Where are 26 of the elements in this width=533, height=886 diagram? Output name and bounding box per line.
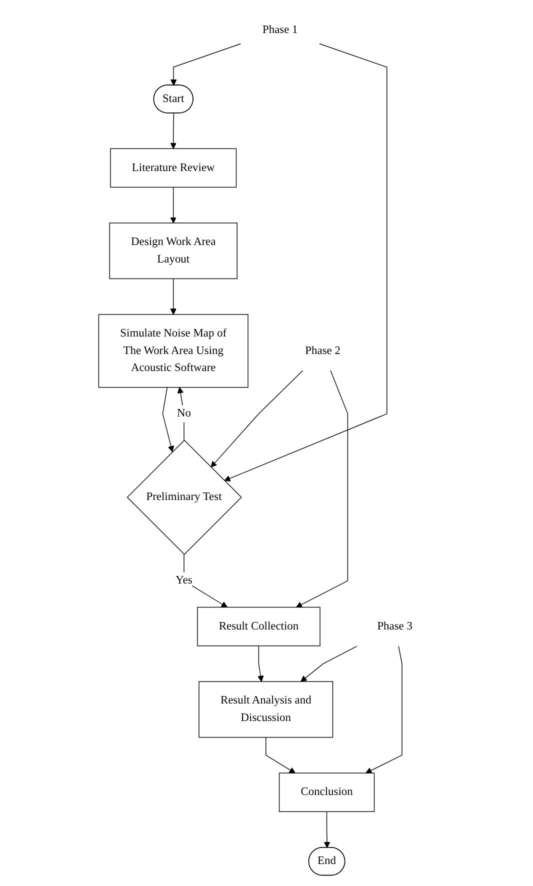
node-text: Phase 3 — [377, 620, 413, 632]
node-box: Conclusion — [279, 772, 375, 812]
arrow — [210, 370, 304, 468]
edge-label: Yes — [176, 574, 193, 587]
node-text: Phase 2 — [305, 344, 341, 357]
arrow — [170, 278, 177, 315]
arrow — [258, 646, 264, 682]
arrow — [296, 370, 348, 608]
arrow — [170, 186, 177, 224]
arrow — [300, 646, 358, 682]
node-box: Design Work Area Layout — [109, 222, 238, 280]
node-box: Result Analysis and Discussion — [198, 681, 334, 738]
node-box: Result Collection — [197, 606, 321, 646]
arrow — [170, 112, 177, 149]
node-box: Literature Review — [110, 148, 237, 188]
edge-label: No — [177, 407, 192, 420]
arrow — [224, 43, 388, 482]
arrow — [170, 43, 242, 86]
node-diamond: Preliminary Test — [126, 440, 242, 555]
arrow — [366, 646, 403, 774]
arrow — [266, 736, 296, 774]
arrow — [324, 811, 330, 848]
arrow — [162, 387, 174, 452]
node-box: Simulate Noise Map of The Work Area Using Acoustic Software — [98, 314, 249, 388]
node-text: Phase 1 — [262, 24, 298, 36]
arrow — [184, 554, 228, 608]
